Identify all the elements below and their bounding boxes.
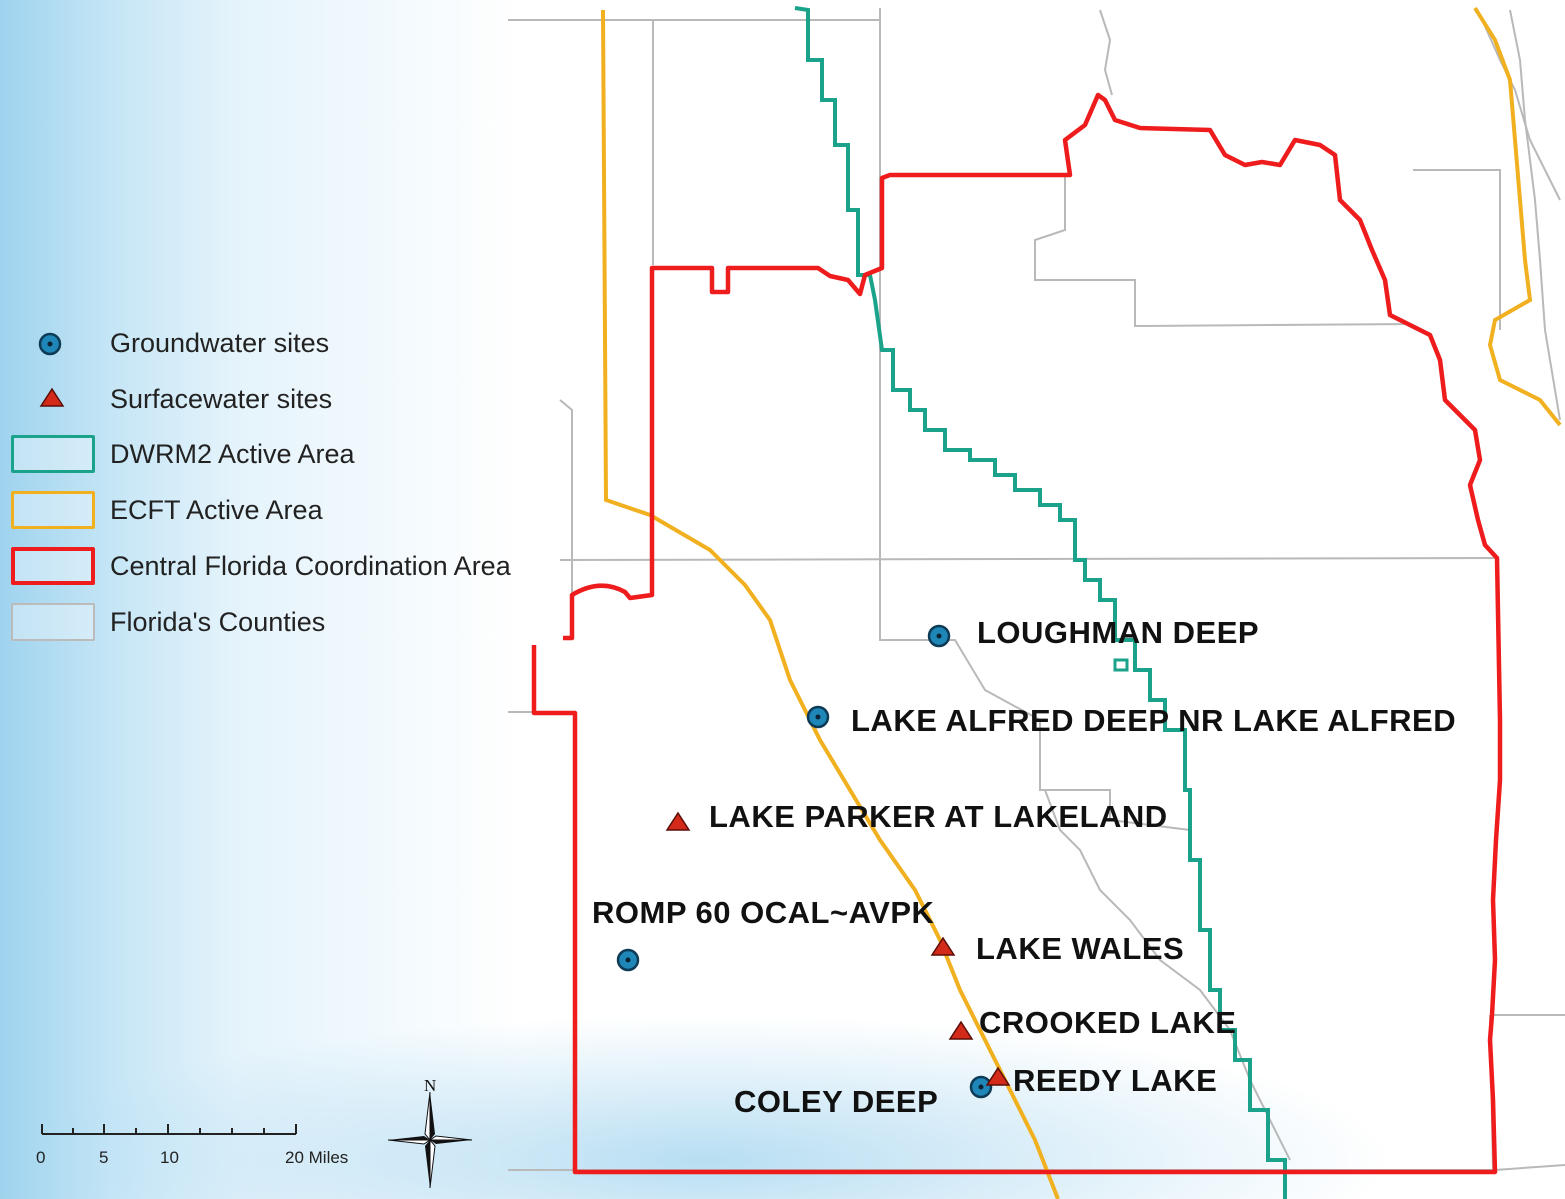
groundwater-dot-icon: [38, 332, 62, 356]
legend-item-dwrm2: DWRM2 Active Area: [8, 433, 608, 477]
counties-swatch: [11, 603, 95, 641]
ecft-swatch: [11, 491, 95, 529]
scale-bar-graphic: [41, 1124, 297, 1135]
county-boundaries: [508, 8, 1565, 1171]
legend-item-ecft: ECFT Active Area: [8, 489, 608, 533]
ecft-boundary: [601, 9, 1060, 1199]
site-label-romp-60: ROMP 60 OCAL~AVPK: [592, 895, 935, 930]
groundwater-site-loughman-deep: [927, 624, 951, 648]
legend-item-groundwater: Groundwater sites: [8, 325, 608, 369]
legend-item-counties: Florida's Counties: [8, 601, 608, 645]
legend-label: ECFT Active Area: [110, 495, 323, 525]
north-label: N: [424, 1076, 437, 1095]
scale-tick-5: 5: [99, 1148, 109, 1167]
site-label-lake-wales: LAKE WALES: [976, 931, 1185, 966]
scale-tick-10: 10: [160, 1148, 179, 1167]
site-label-lake-parker: LAKE PARKER AT LAKELAND: [709, 799, 1168, 834]
legend-label: DWRM2 Active Area: [110, 439, 355, 469]
legend-item-cfca: Central Florida Coordination Area: [8, 545, 608, 589]
legend-label: Central Florida Coordination Area: [110, 551, 511, 581]
groundwater-site-coley-deep: [969, 1075, 993, 1099]
legend-label: Surfacewater sites: [110, 384, 333, 414]
cfca-boundary: [531, 92, 1503, 1175]
dwrm2-swatch: [11, 435, 95, 473]
scale-tick-20: 20 Miles: [285, 1148, 349, 1167]
legend-label: Groundwater sites: [110, 328, 330, 358]
site-label-reedy-lake: REEDY LAKE: [1013, 1063, 1218, 1098]
surfacewater-sites: [665, 811, 1011, 1086]
cfca-swatch: [11, 547, 95, 585]
groundwater-site-lake-alfred: [806, 705, 830, 729]
site-label-lake-alfred: LAKE ALFRED DEEP NR LAKE ALFRED: [851, 703, 1457, 738]
surfacewater-triangle-icon: [39, 387, 65, 407]
site-label-crooked-lake: CROOKED LAKE: [979, 1005, 1237, 1040]
dwrm2-small-parcel: [1113, 658, 1129, 672]
surfacewater-site-lake-parker: [665, 811, 691, 831]
site-label-coley-deep: COLEY DEEP: [734, 1084, 939, 1119]
legend-label: Florida's Counties: [110, 607, 326, 637]
surfacewater-site-lake-wales: [930, 936, 956, 956]
groundwater-sites: [616, 624, 993, 1099]
water-ripple-background: [0, 940, 1565, 1199]
compass-icon: [388, 1092, 473, 1189]
legend-item-surfacewater: Surfacewater sites: [8, 381, 608, 425]
groundwater-site-romp-60: [616, 948, 640, 972]
surfacewater-site-crooked-lake: [948, 1020, 974, 1040]
scale-tick-0: 0: [36, 1148, 46, 1167]
site-label-loughman-deep: LOUGHMAN DEEP: [977, 615, 1260, 650]
ecft-boundary-east: [1473, 6, 1562, 427]
surfacewater-site-reedy-lake: [985, 1066, 1011, 1086]
